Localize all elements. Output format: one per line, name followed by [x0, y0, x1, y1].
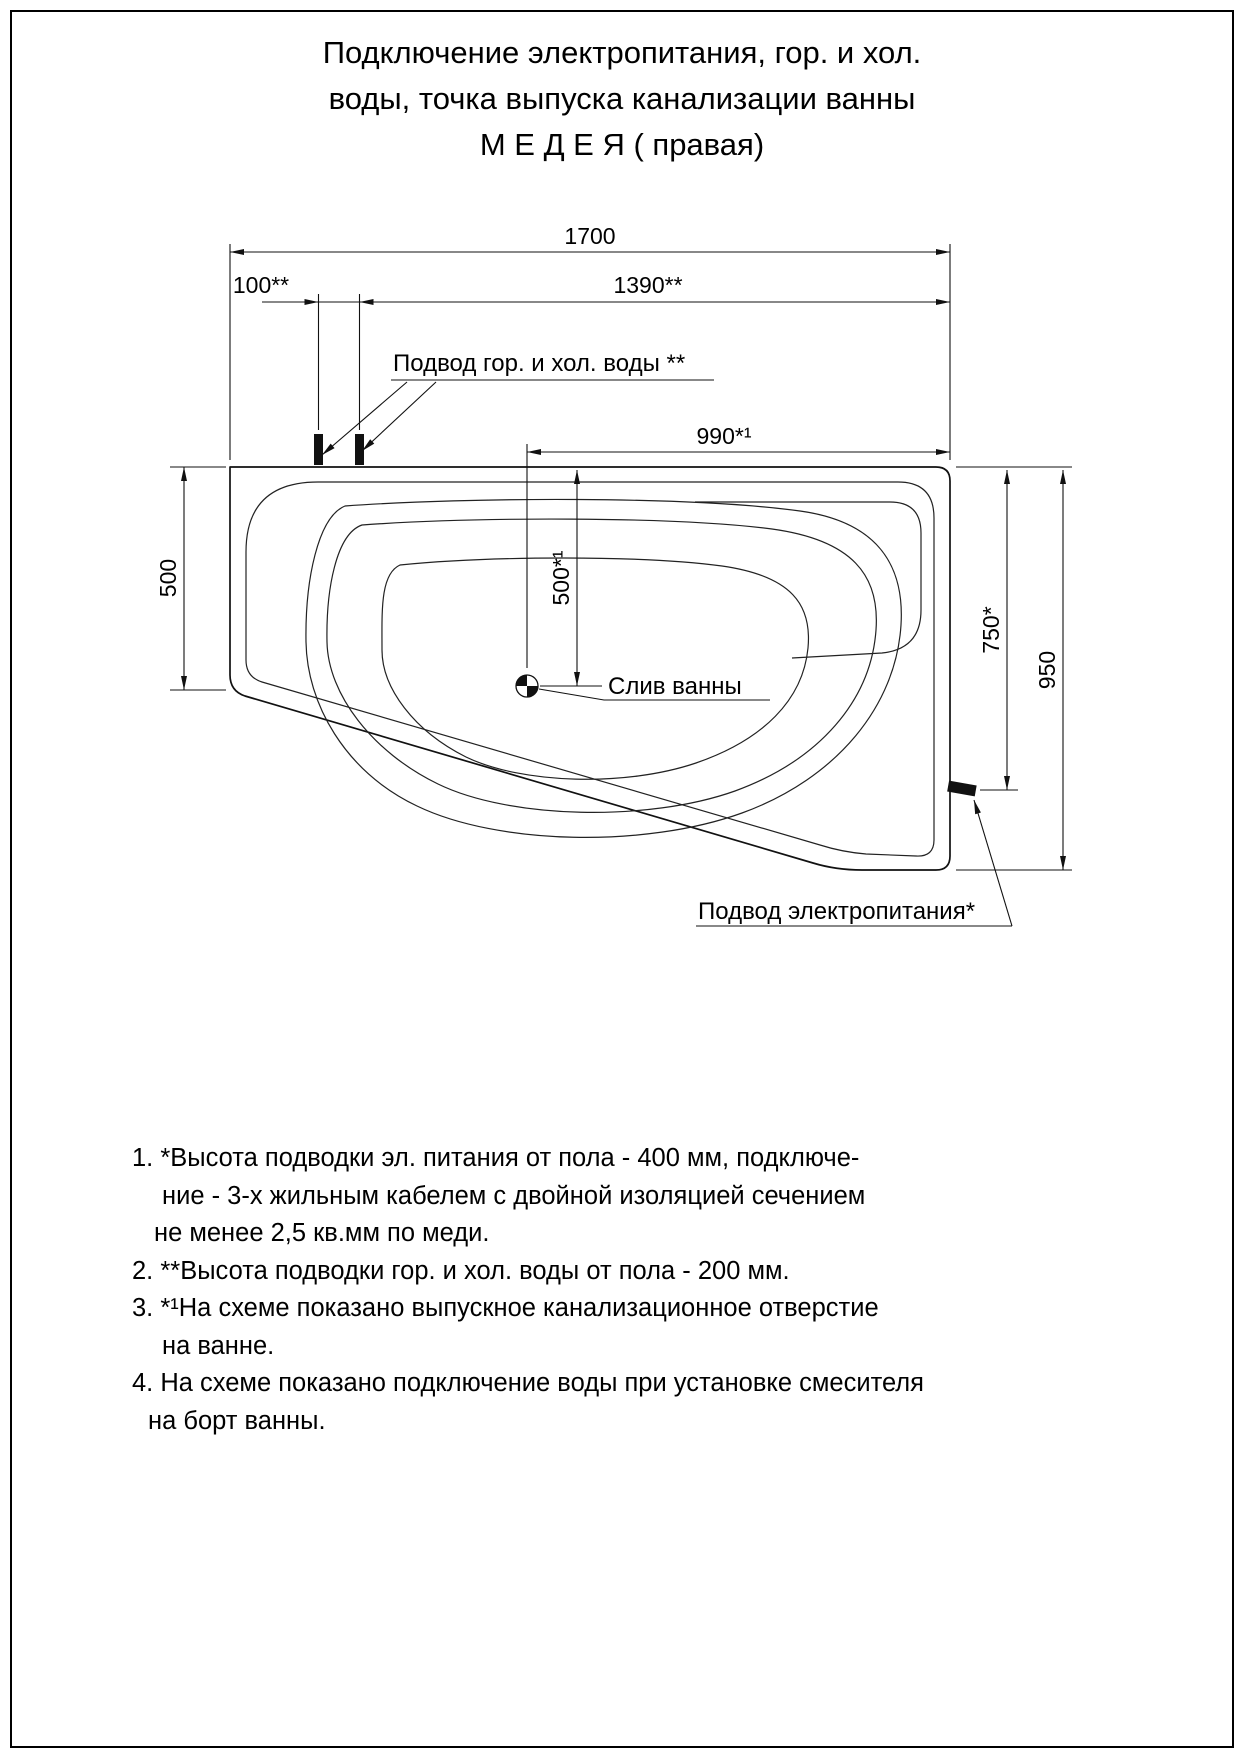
note-line: не менее 2,5 кв.мм по меди.: [154, 1219, 490, 1247]
leader-line: [973, 799, 1013, 927]
seat-shelf-contour: [695, 501, 922, 659]
drain-quadrant-bottomright: [527, 686, 538, 697]
label-power-supply: Подвод электропитания*: [696, 799, 1013, 927]
drain-quadrant-topleft: [516, 675, 527, 686]
installation-notes: 1. *Высота подводки эл. питания от пола …: [132, 1140, 1112, 1440]
title-line-2: воды, точка выпуска канализации ванны: [328, 81, 916, 116]
water-pipe-right: [355, 434, 364, 465]
leader-line: [538, 688, 770, 701]
dim-left-depth-value: 500: [155, 559, 181, 597]
dim-left-depth: 500: [155, 466, 226, 691]
dim-drain-to-right-edge-value: 990*¹: [697, 423, 752, 449]
dim-power-from-top-value: 750*: [978, 606, 1004, 653]
dim-right-depth-value: 950: [1034, 651, 1060, 689]
dim-total-width-value: 1700: [564, 223, 615, 249]
dim-pipe-spacing-value: 100**: [233, 272, 289, 298]
title-line-3: М Е Д Е Я ( правая): [479, 127, 765, 162]
note-line: на ванне.: [162, 1331, 275, 1360]
tub-outer-outline: [229, 466, 951, 871]
drain-symbol: [515, 674, 539, 698]
note-line: 1. *Высота подводки эл. питания от пола …: [132, 1144, 860, 1172]
note-line: ние - 3-х жильным кабелем с двойной изол…: [162, 1181, 866, 1210]
title-line-1: Подключение электропитания, гор. и хол.: [322, 35, 922, 70]
note-line: 3. *¹На схеме показано выпускное канализ…: [132, 1294, 879, 1322]
tub-inner-rim: [245, 481, 935, 857]
dim-drain-from-top: 500*¹: [540, 470, 602, 687]
tub-bowl-inner: [381, 557, 810, 780]
note-line: 4. На схеме показано подключение воды пр…: [132, 1369, 924, 1397]
dim-power-from-top: 750*: [956, 466, 1072, 791]
power-connection-mark: [947, 780, 977, 797]
water-supply-label: Подвод гор. и хол. воды **: [393, 350, 685, 377]
drain-label: Слив ванны: [608, 673, 742, 700]
dim-total-width: 1700: [229, 223, 951, 460]
dim-pipe-to-right-edge: 1390**: [359, 272, 950, 305]
tub-bowl-middle: [326, 518, 877, 813]
note-line: на борт ванны.: [148, 1406, 326, 1435]
dim-pipe-to-right-edge-value: 1390**: [613, 272, 682, 298]
power-supply-label: Подвод электропитания*: [698, 898, 975, 925]
dim-drain-to-right-edge: 990*¹: [526, 423, 950, 668]
note-line: 2. **Высота подводки гор. и хол. воды от…: [132, 1256, 790, 1285]
dim-drain-from-top-value: 500*¹: [548, 550, 574, 605]
bathtub-body: [229, 434, 977, 871]
drawing-title: Подключение электропитания, гор. и хол. …: [62, 30, 1182, 168]
dim-right-depth: 950: [956, 470, 1072, 871]
label-drain: Слив ванны: [538, 673, 770, 701]
tub-bowl-outer: [305, 498, 902, 838]
leader-line: [321, 381, 408, 456]
leader-line: [361, 381, 437, 452]
label-water-supply: Подвод гор. и хол. воды **: [321, 350, 714, 456]
water-pipe-left: [314, 434, 323, 465]
dim-pipe-spacing: 100**: [233, 272, 361, 430]
